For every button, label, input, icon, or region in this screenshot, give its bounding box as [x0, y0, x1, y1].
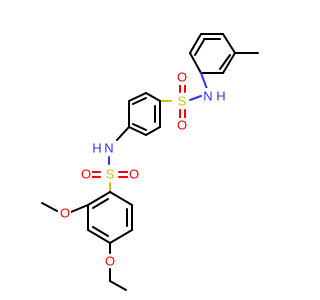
atom-o-low-a: O	[81, 167, 91, 182]
dimethoxy-ring	[87, 191, 133, 244]
bond-ring-ome-top	[70, 204, 89, 213]
atom-s-low: S	[106, 167, 115, 182]
bond-n-s-top	[189, 95, 202, 101]
bond-ring-nh-top	[200, 72, 208, 90]
bond-o-ch3-top	[41, 202, 58, 212]
atom-o-methoxy-bot: O	[105, 254, 115, 269]
tolyl-ring	[189, 33, 236, 74]
atom-h-top: H	[216, 89, 225, 104]
atom-n-top: N	[203, 89, 212, 104]
atom-s-top: S	[178, 94, 187, 109]
atom-o-top-b: O	[177, 118, 187, 133]
molecule-diagram: N H S O O N H S O O	[41, 33, 259, 291]
atom-o-methoxy-top: O	[60, 206, 70, 221]
bond-ring-nh-mid	[116, 126, 130, 141]
atom-n-mid: N	[104, 141, 113, 156]
structure-canvas: N H S O O N H S O O	[41, 33, 259, 291]
atom-o-low-b: O	[129, 167, 139, 182]
atom-o-top-a: O	[177, 70, 187, 85]
central-ring	[128, 92, 172, 136]
atom-h-mid: H	[92, 141, 101, 156]
bond-ch3-bot-tail	[109, 280, 127, 291]
